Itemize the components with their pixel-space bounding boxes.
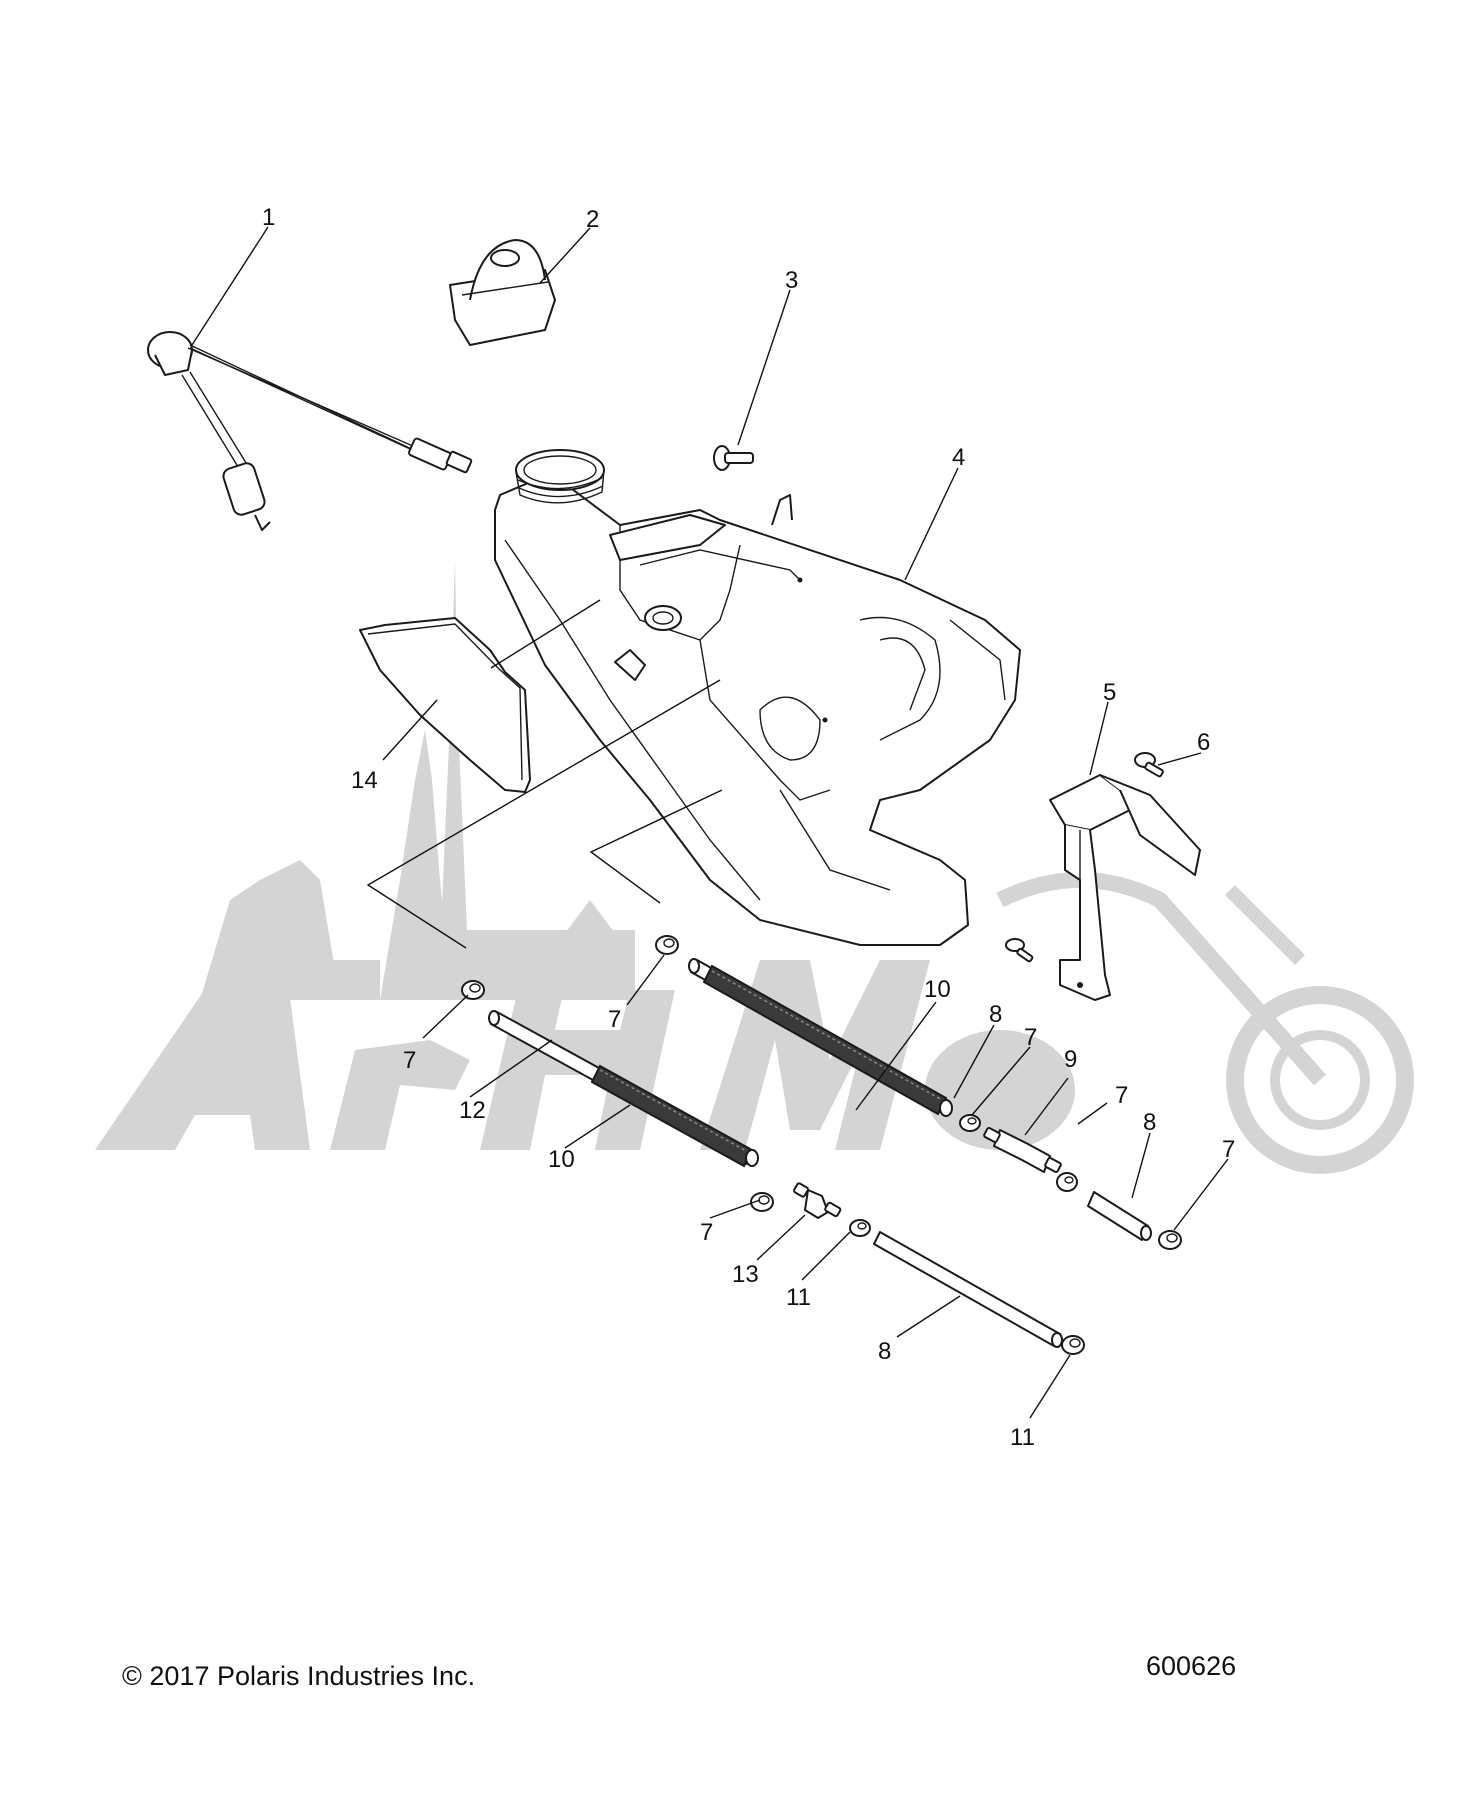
clamp-7-b [655,935,679,955]
callout-7-e: 7 [1222,1136,1235,1163]
sleeve-10-upper-part [702,964,953,1117]
callout-12: 12 [459,1097,486,1124]
callout-11-a: 11 [786,1284,811,1311]
clamp-7-e [1056,1172,1078,1192]
callout-labels: 1 2 3 4 5 6 7 7 7 7 7 7 8 8 8 9 10 10 11… [262,204,1235,1451]
callout-8-c: 8 [878,1338,891,1365]
assembly-guide-lines [366,679,723,949]
callout-14: 14 [351,767,378,794]
screw-extra-part [1005,938,1034,963]
callout-3: 3 [785,267,798,294]
bolt-3-part [713,445,754,471]
callout-4: 4 [952,444,965,471]
callout-5: 5 [1103,679,1116,706]
clamp-7-a [461,980,485,1000]
callout-7-a: 7 [403,1047,416,1074]
callout-7-c: 7 [1024,1024,1037,1051]
callout-9: 9 [1064,1046,1077,1073]
heat-shield-part [359,617,531,793]
callout-6: 6 [1197,729,1210,756]
hose-8-short-part [1087,1191,1152,1241]
callout-13: 13 [732,1261,759,1288]
bracket-part [1049,774,1201,1001]
callout-7-d: 7 [1115,1082,1128,1109]
fuel-tank-part [494,449,1021,946]
callout-11-b: 11 [1010,1424,1035,1451]
callout-7-b: 7 [608,1006,621,1033]
copyright-text: © 2017 Polaris Industries Inc. [122,1661,476,1691]
screw-6-part [1134,752,1164,778]
fitting-13-part [793,1182,842,1219]
callout-10-b: 10 [548,1146,575,1173]
clamp-11-b [1061,1335,1085,1355]
fuel-filter-part [983,1127,1062,1173]
fuel-cap-part [449,239,556,346]
clamp-11-a [849,1219,871,1237]
hose-8-bottom-part [873,1231,1063,1348]
callout-1: 1 [262,204,275,231]
callout-10-a: 10 [924,976,951,1003]
fuel-sender-part [147,331,473,531]
callout-7-f: 7 [700,1219,713,1246]
clamp-7-d [959,1114,981,1132]
sleeve-10-left-part [590,1064,759,1168]
callout-2: 2 [586,206,599,233]
leader-lines [191,226,1229,1419]
callout-8-a: 8 [989,1001,1002,1028]
diagram-number: 600626 [1146,1651,1237,1681]
clamp-7-f [1158,1230,1182,1250]
callout-8-b: 8 [1143,1109,1156,1136]
